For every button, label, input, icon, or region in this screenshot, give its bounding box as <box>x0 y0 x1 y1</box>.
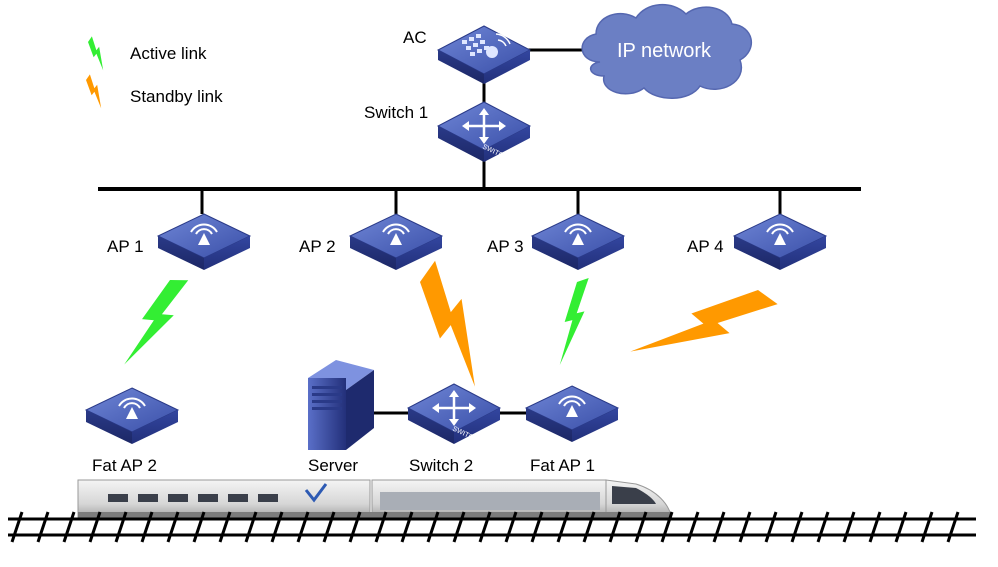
rail-tie <box>374 511 388 543</box>
rail-tie <box>660 511 674 543</box>
rail-tie <box>322 511 336 543</box>
rail-tie <box>582 511 596 543</box>
active-link-ap1-fatap2 <box>124 269 189 376</box>
rail-tie <box>400 511 414 543</box>
server-icon <box>308 360 374 450</box>
rail-tie <box>36 511 50 543</box>
fat-ap1-icon <box>525 385 619 443</box>
rail-tie <box>140 511 154 543</box>
rail-tie <box>218 511 232 543</box>
ac-device <box>436 25 532 84</box>
ac-label: AC <box>403 28 427 47</box>
legend-standby-label: Standby link <box>130 87 223 106</box>
rail-tie <box>244 511 258 543</box>
legend-standby-bolt <box>79 74 112 109</box>
rail-tie <box>270 511 284 543</box>
rail-tie <box>192 511 206 543</box>
standby-link-ap2-fatap1 <box>396 260 514 387</box>
rail-tie <box>790 511 804 543</box>
ap3-label: AP 3 <box>487 237 524 256</box>
ap4-icon <box>733 213 827 271</box>
rail-tie <box>10 511 24 543</box>
rail-tie <box>452 511 466 543</box>
fat-ap2-icon <box>85 387 179 445</box>
fat-ap2-label: Fat AP 2 <box>92 456 157 475</box>
train-image <box>77 479 673 521</box>
rail-tie <box>62 511 76 543</box>
rail-tie <box>686 511 700 543</box>
rail-tie <box>504 511 518 543</box>
legend-active-label: Active link <box>130 44 207 63</box>
switch2-icon: SWITCH <box>406 382 502 446</box>
rail-tie <box>556 511 570 543</box>
rail-tie <box>816 511 830 543</box>
ip-network-label: IP network <box>617 40 712 62</box>
server-label: Server <box>308 456 359 475</box>
fat-ap1-label: Fat AP 1 <box>530 456 595 475</box>
rail-tie <box>712 511 726 543</box>
ap4-label: AP 4 <box>687 237 724 256</box>
rail-tie <box>842 511 856 543</box>
rail-tie <box>920 511 934 543</box>
rail-tie <box>348 511 362 543</box>
switch1-label: Switch 1 <box>364 103 429 122</box>
rail-tie <box>608 511 622 543</box>
ap2-label: AP 2 <box>299 237 336 256</box>
rail-tie <box>894 511 908 543</box>
ap1-icon <box>157 213 251 271</box>
switch1-icon: SWITCH <box>436 100 532 164</box>
rail-tie <box>946 511 960 543</box>
legend-active-bolt <box>81 36 114 71</box>
rail-tie <box>166 511 180 543</box>
rail-tie <box>426 511 440 543</box>
rail-tie <box>88 511 102 543</box>
rail-tie <box>738 511 752 543</box>
rail-tie <box>868 511 882 543</box>
rail-tie <box>530 511 544 543</box>
ap3-icon <box>531 213 625 271</box>
ap1-label: AP 1 <box>107 237 144 256</box>
rail-tie <box>114 511 128 543</box>
switch2-label: Switch 2 <box>409 456 474 475</box>
ap2-icon <box>349 213 443 271</box>
railway-track <box>8 511 976 543</box>
rail-tie <box>296 511 310 543</box>
rail-tie <box>478 511 492 543</box>
rail-tie <box>634 511 648 543</box>
active-link-ap3-fatap1 <box>559 276 589 367</box>
standby-link-ap4-fatap1 <box>630 266 778 389</box>
ip-network-cloud: IP network <box>581 3 753 99</box>
rail-tie <box>764 511 778 543</box>
